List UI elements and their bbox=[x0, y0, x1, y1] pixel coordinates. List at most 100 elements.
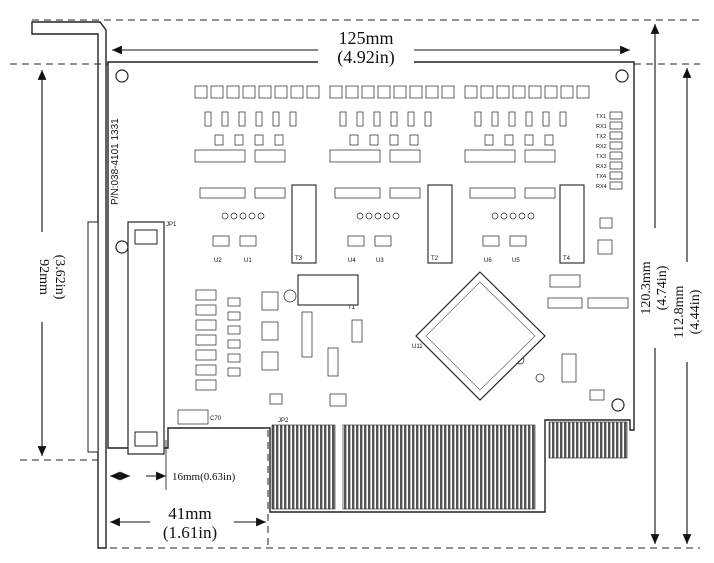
diode bbox=[544, 134, 554, 146]
terminal-block bbox=[195, 289, 217, 301]
bracket-height-mm-label: 92mm bbox=[36, 259, 51, 295]
crystal bbox=[283, 289, 297, 303]
capacitor bbox=[374, 212, 382, 220]
u3-label: U3 bbox=[376, 258, 384, 264]
capacitor bbox=[177, 409, 209, 425]
resistor bbox=[525, 111, 533, 127]
resistor bbox=[272, 111, 280, 127]
led-label: TX1 bbox=[596, 114, 606, 120]
diode bbox=[274, 134, 284, 146]
u4-label: U4 bbox=[348, 258, 356, 264]
led-label: RX1 bbox=[596, 124, 607, 130]
ic-chip bbox=[549, 274, 581, 288]
ic-chip bbox=[389, 149, 421, 163]
capacitor bbox=[239, 212, 247, 220]
terminal-block bbox=[195, 319, 217, 331]
led bbox=[609, 131, 623, 140]
terminal-block bbox=[480, 85, 494, 99]
qfp-chip bbox=[415, 271, 546, 401]
board-height-in-label: (4.44in) bbox=[688, 289, 703, 334]
pcb-board bbox=[107, 61, 635, 513]
terminal-block bbox=[194, 85, 208, 99]
terminal-block bbox=[544, 85, 558, 99]
resistor bbox=[508, 111, 516, 127]
terminal-block bbox=[425, 85, 439, 99]
terminal-block bbox=[195, 334, 217, 346]
capacitor bbox=[365, 212, 373, 220]
terminal-block bbox=[409, 85, 423, 99]
resistor bbox=[474, 111, 482, 127]
resistor bbox=[255, 111, 263, 127]
led-label: TX3 bbox=[596, 154, 606, 160]
diode bbox=[524, 134, 534, 146]
jp2-label: JP2 bbox=[278, 418, 289, 424]
ic-chip bbox=[547, 297, 583, 309]
ic-chip bbox=[351, 319, 363, 343]
diode bbox=[369, 134, 379, 146]
board-height-mm-label: 112.8mm bbox=[672, 286, 687, 339]
ic-chip bbox=[261, 291, 279, 311]
capacitor bbox=[383, 212, 391, 220]
capacitor bbox=[356, 212, 364, 220]
ic-chip bbox=[597, 239, 613, 255]
capacitor bbox=[248, 212, 256, 220]
ic-chip bbox=[524, 187, 556, 199]
width-mm-label: 125mm bbox=[338, 28, 393, 48]
led-label: TX4 bbox=[596, 174, 606, 180]
total-height-mm-label: 120.3mm bbox=[639, 261, 654, 314]
capacitor bbox=[221, 212, 229, 220]
terminal-block bbox=[195, 304, 217, 316]
ic-chip bbox=[509, 235, 527, 247]
resistor bbox=[227, 339, 241, 349]
u11-label: U11 bbox=[412, 344, 423, 350]
resistor bbox=[390, 111, 398, 127]
ic-chip bbox=[254, 149, 286, 163]
resistor bbox=[204, 111, 212, 127]
resistor bbox=[339, 111, 347, 127]
ic-chip bbox=[329, 149, 381, 163]
terminal-block bbox=[195, 379, 217, 391]
capacitor bbox=[257, 212, 265, 220]
terminal-block bbox=[361, 85, 375, 99]
terminal-block bbox=[377, 85, 391, 99]
capacitor bbox=[491, 212, 499, 220]
capacitor bbox=[527, 212, 535, 220]
resistor bbox=[559, 111, 567, 127]
db-connector bbox=[127, 221, 165, 455]
capacitor bbox=[518, 212, 526, 220]
ic-chip bbox=[524, 149, 556, 163]
led bbox=[609, 111, 623, 120]
ic-chip bbox=[194, 149, 246, 163]
terminal-block bbox=[464, 85, 478, 99]
t1-label: T1 bbox=[348, 305, 356, 311]
diode bbox=[484, 134, 494, 146]
c70-label: C70 bbox=[210, 416, 222, 422]
ic-chip bbox=[261, 351, 279, 371]
terminal-block bbox=[441, 85, 455, 99]
ic-chip bbox=[389, 187, 421, 199]
terminal-block bbox=[393, 85, 407, 99]
resistor bbox=[599, 217, 613, 229]
offset-41in-label: (1.61in) bbox=[163, 523, 217, 542]
ic-chip bbox=[301, 311, 313, 358]
led bbox=[609, 161, 623, 170]
resistor bbox=[542, 111, 550, 127]
ic-chip bbox=[469, 187, 516, 199]
ic-chip bbox=[464, 149, 516, 163]
resistor bbox=[227, 353, 241, 363]
ic-chip bbox=[254, 187, 286, 199]
transformers bbox=[291, 184, 585, 306]
terminal-block bbox=[290, 85, 304, 99]
capacitor bbox=[535, 373, 545, 383]
offset-16mm-label: 16mm(0.63in) bbox=[172, 471, 236, 483]
resistor bbox=[227, 311, 241, 321]
terminal-block bbox=[226, 85, 240, 99]
resistor bbox=[356, 111, 364, 127]
terminal-block bbox=[258, 85, 272, 99]
ic-chip bbox=[587, 297, 629, 309]
terminal-block bbox=[306, 85, 320, 99]
bracket-height-in-label: (3.62in) bbox=[52, 255, 67, 300]
u5-label: U5 bbox=[512, 258, 520, 264]
